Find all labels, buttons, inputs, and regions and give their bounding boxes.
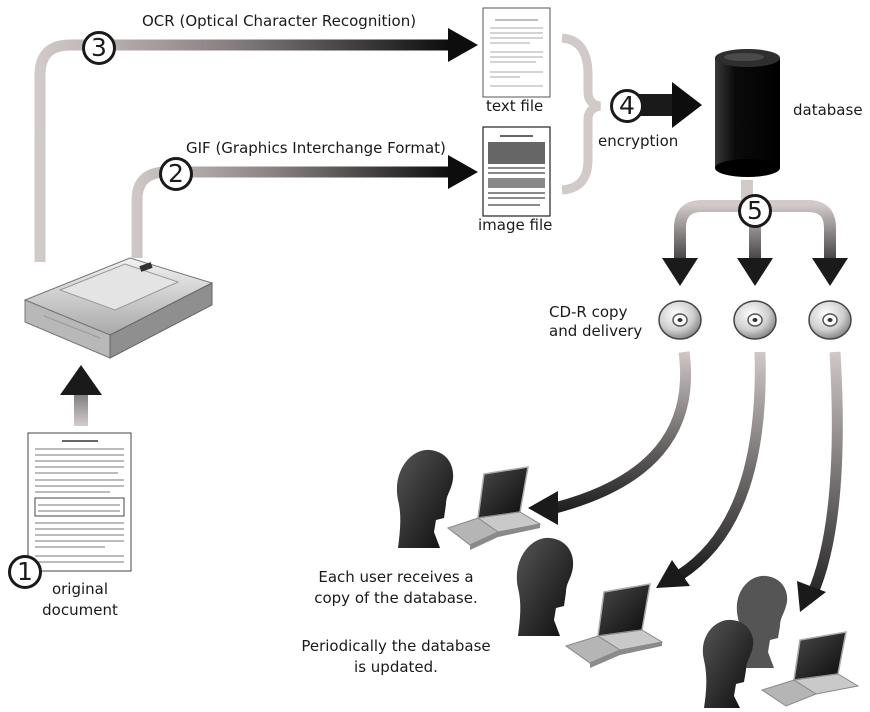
original-document-label-line2: document [42, 601, 118, 619]
cd-disc-icon [658, 300, 702, 340]
cdr-label-line1: CD-R copy [549, 303, 628, 321]
text-file-label: text file [486, 97, 544, 115]
step-2-badge: 2 [159, 157, 193, 191]
gif-label: GIF (Graphics Interchange Format) [186, 139, 446, 157]
original-document-icon [27, 432, 132, 572]
delivery-arrows [528, 351, 843, 612]
image-file-document-icon [482, 126, 551, 217]
user-head-silhouette-icon [516, 537, 574, 636]
caption-line2: copy of the database. [314, 589, 478, 607]
encryption-label: encryption [598, 132, 679, 150]
caption-line3: Periodically the database [301, 637, 491, 655]
scanner-icon [23, 257, 214, 359]
step-5-badge: 5 [738, 194, 772, 228]
step-1-badge: 1 [8, 555, 42, 589]
cd-disc-icon [808, 300, 852, 340]
laptop-icon [564, 583, 664, 668]
ocr-label: OCR (Optical Character Recognition) [142, 12, 417, 30]
caption-line1: Each user receives a [318, 568, 474, 586]
cd-disc-icon [733, 300, 777, 340]
encryption-arrow [636, 82, 702, 128]
step-3-badge: 3 [82, 31, 116, 65]
cdr-label-line2: and delivery [549, 322, 643, 340]
scan-up-arrow [60, 365, 102, 426]
image-file-label: image file [478, 216, 553, 234]
database-label: database [793, 101, 863, 119]
text-file-document-icon [482, 7, 551, 98]
laptop-icon [760, 631, 860, 707]
ocr-arrow [34, 28, 478, 262]
laptop-icon [446, 466, 542, 550]
user-head-silhouette-icon [702, 619, 754, 708]
caption-line4: is updated. [354, 658, 438, 676]
step-4-badge: 4 [610, 89, 644, 123]
user-head-silhouette-icon [396, 449, 454, 548]
database-cylinder-icon [715, 49, 780, 177]
files-brace [561, 33, 602, 195]
original-document-label-line1: original [51, 580, 109, 598]
